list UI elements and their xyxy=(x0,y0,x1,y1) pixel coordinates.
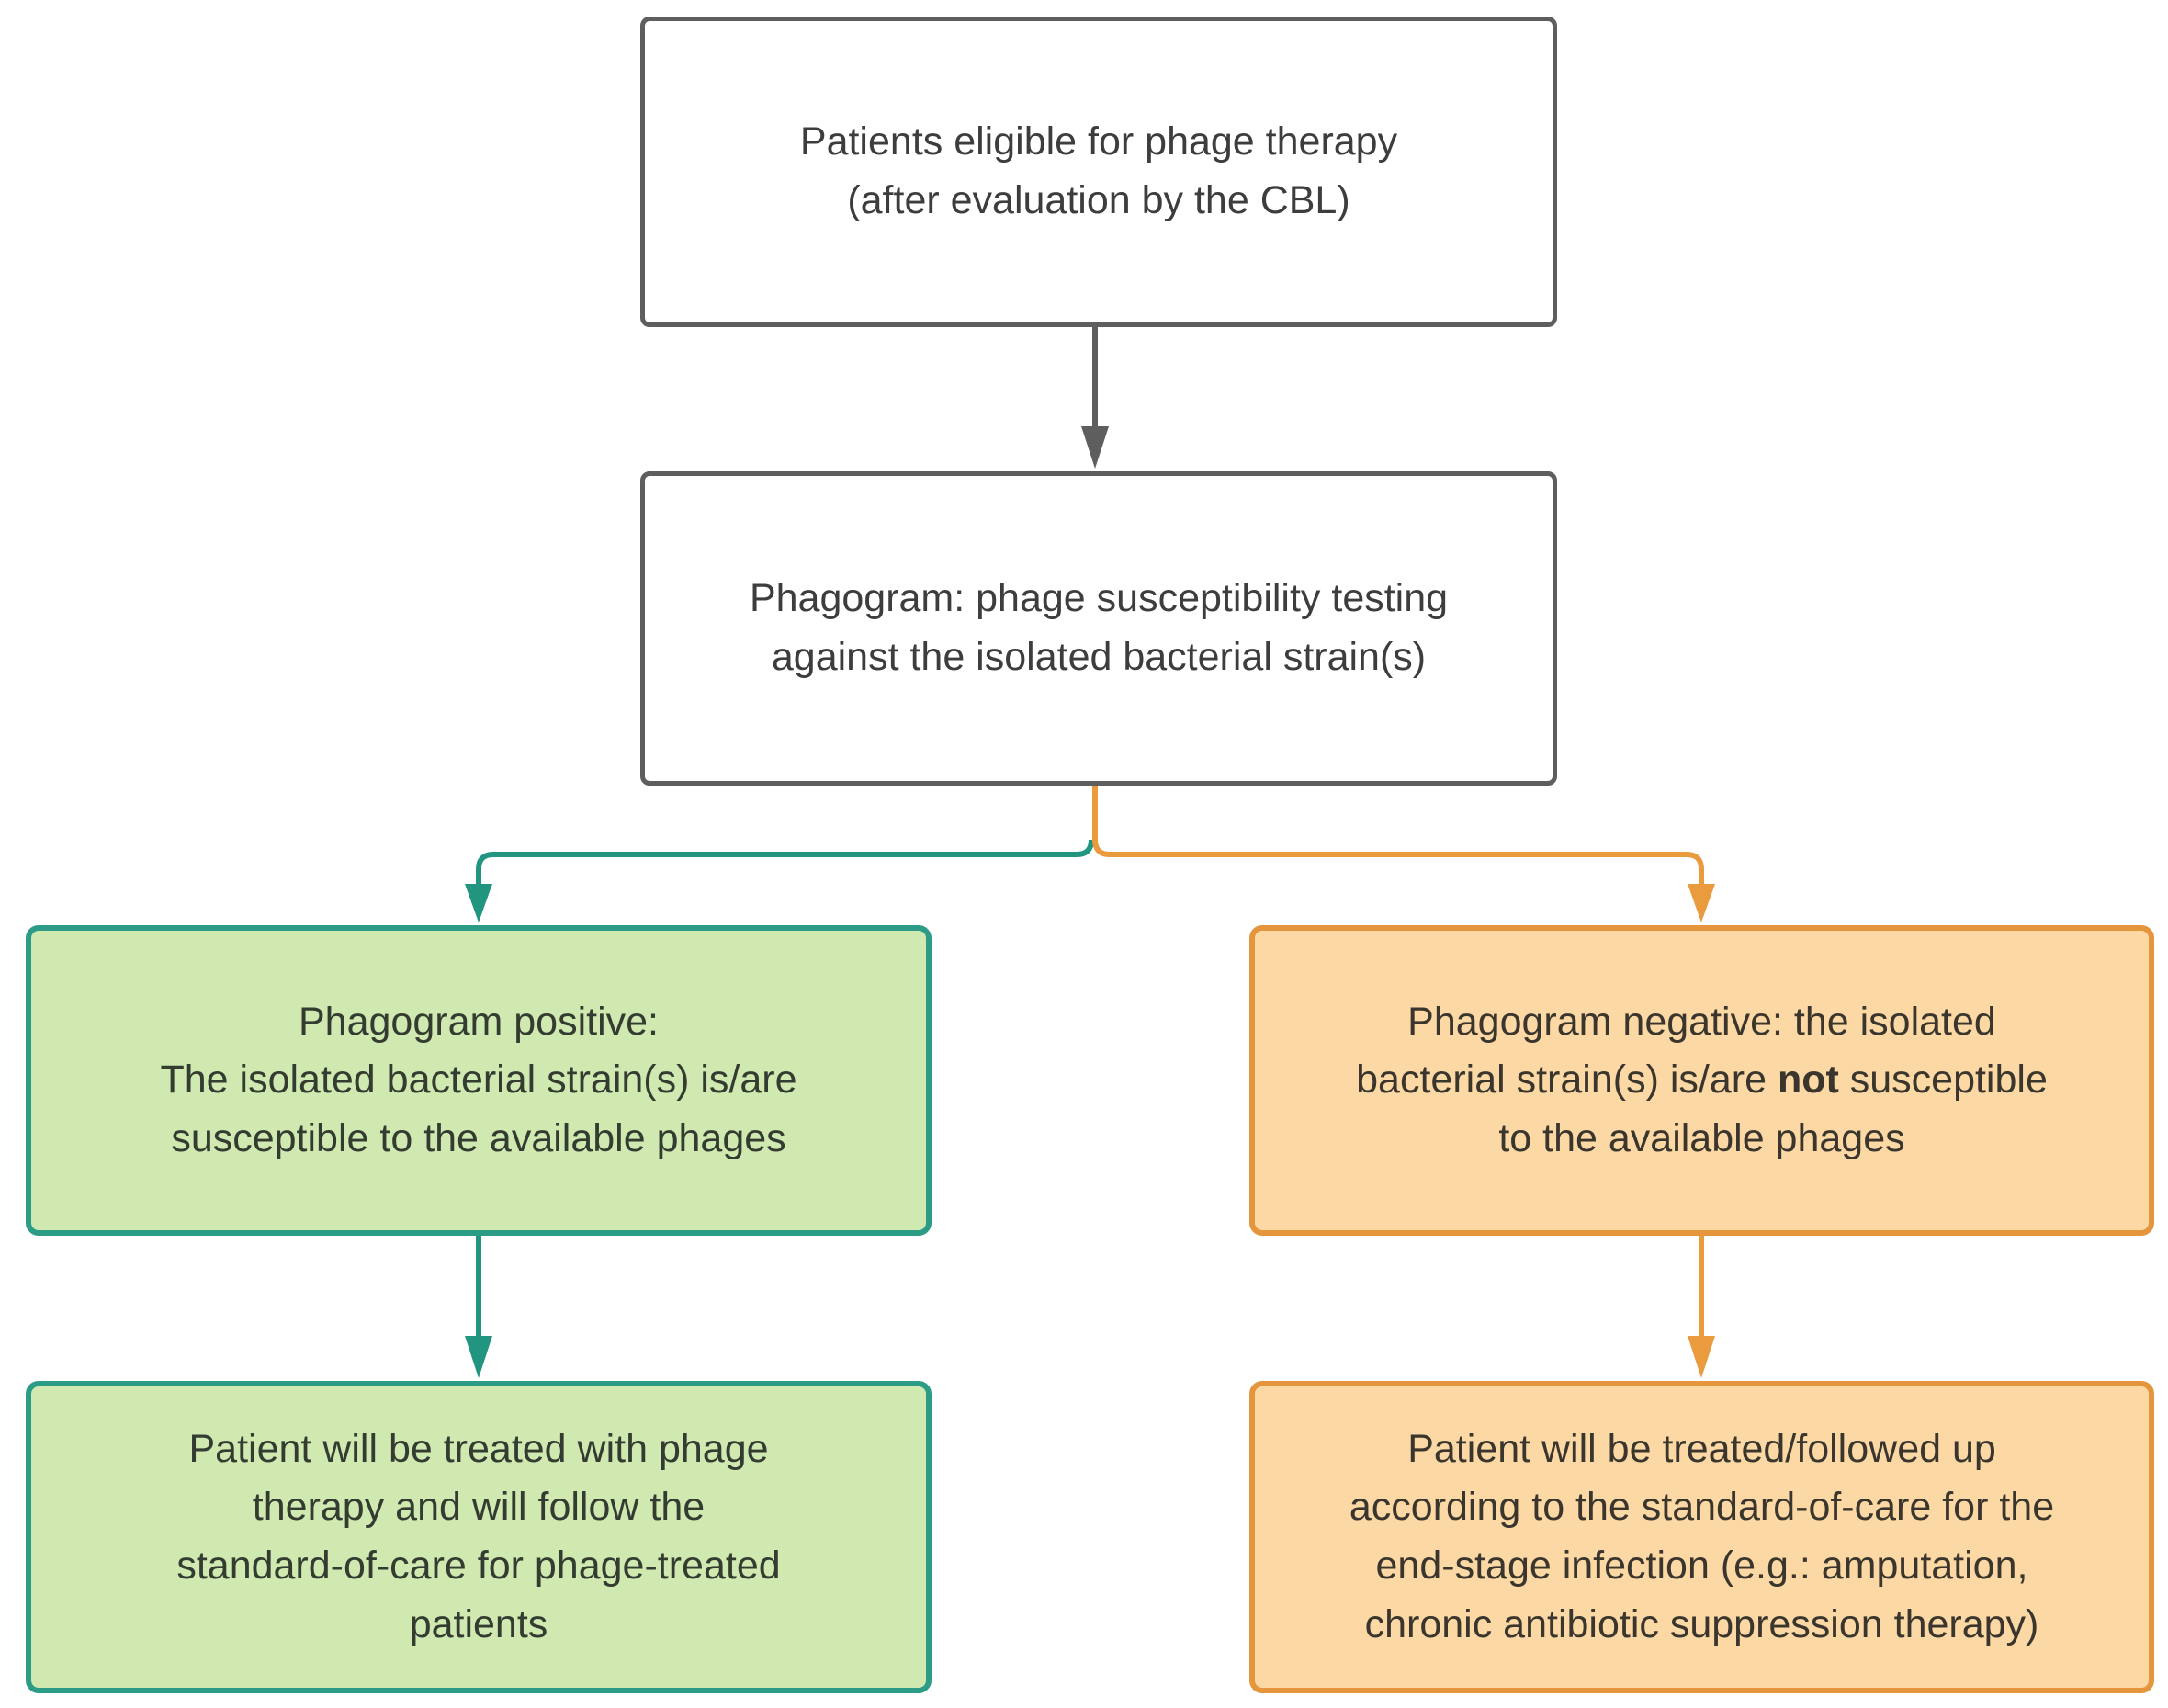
branch-phagogram-to-positive xyxy=(465,839,1094,922)
node-phagogram-negative: Phagogram negative: the isolated bacteri… xyxy=(1249,925,2154,1236)
node-text-line: Patient will be treated/followed up xyxy=(1407,1426,1996,1471)
arrow-eligible-to-phagogram xyxy=(1081,327,1109,469)
node-phagogram-test: Phagogram: phage susceptibility testing … xyxy=(640,471,1557,786)
node-text-line: to the available phages xyxy=(1498,1115,1905,1160)
node-phage-treatment: Patient will be treated with phage thera… xyxy=(26,1381,932,1693)
arrow-negative-to-standard-care xyxy=(1688,1236,1715,1378)
node-text-line: patients xyxy=(409,1601,548,1646)
arrow-positive-to-treatment xyxy=(465,1236,492,1378)
node-text-line: standard-of-care for phage-treated xyxy=(176,1544,781,1588)
node-patients-eligible: Patients eligible for phage therapy (aft… xyxy=(640,17,1557,327)
branch-phagogram-to-negative xyxy=(1092,786,1715,922)
node-text-line: Phagogram: phage susceptibility testing xyxy=(749,576,1449,621)
node-text-line: Patients eligible for phage therapy xyxy=(799,119,1398,164)
node-text-line: Phagogram negative: the isolated xyxy=(1407,999,1996,1044)
node-text-line: chronic antibiotic suppression therapy) xyxy=(1364,1601,2039,1646)
node-text-line: end-stage infection (e.g.: amputation, xyxy=(1375,1544,2028,1588)
node-text-line: The isolated bacterial strain(s) is/are xyxy=(160,1058,797,1103)
node-text-line: (after evaluation by the CBL) xyxy=(847,178,1350,222)
node-text-line: Patient will be treated with phage xyxy=(188,1426,769,1471)
node-text-line: according to the standard-of-care for th… xyxy=(1349,1485,2055,1530)
node-text-line: against the isolated bacterial strain(s) xyxy=(771,635,1427,679)
node-text-line: bacterial strain(s) is/are not susceptib… xyxy=(1356,1058,2048,1103)
emphasis-not: not xyxy=(1777,1058,1839,1103)
node-standard-of-care: Patient will be treated/followed up acco… xyxy=(1249,1381,2154,1693)
node-text-line: Phagogram positive: xyxy=(299,999,659,1044)
node-phagogram-positive: Phagogram positive: The isolated bacteri… xyxy=(26,925,932,1236)
node-text-line: susceptible to the available phages xyxy=(171,1115,786,1160)
node-text-line: therapy and will follow the xyxy=(252,1485,706,1530)
